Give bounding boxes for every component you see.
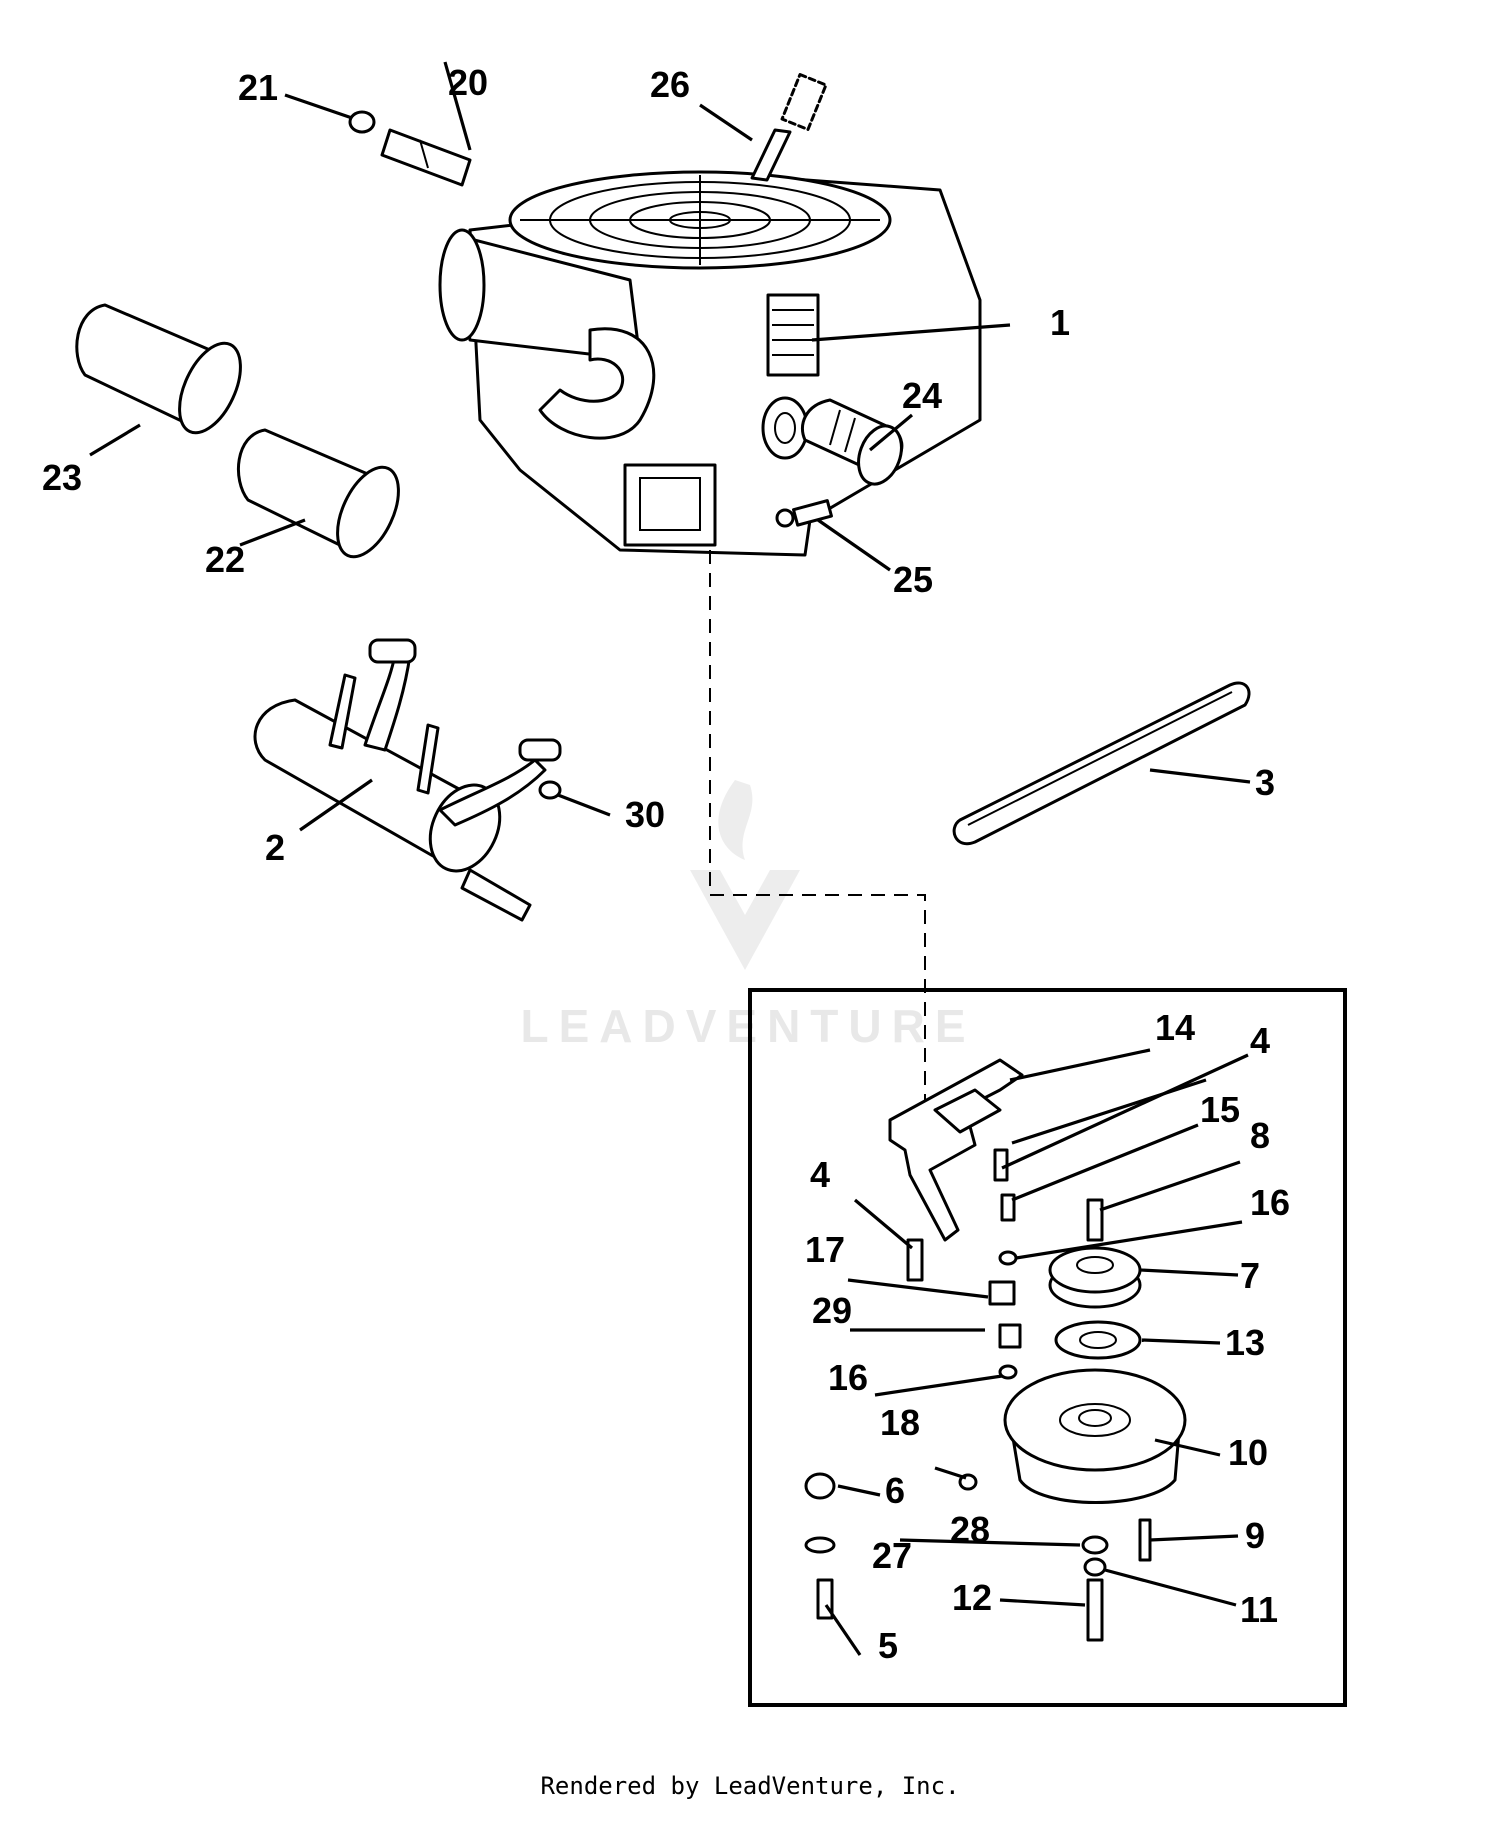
callout-22: 22 xyxy=(205,539,245,580)
callout-14: 14 xyxy=(1155,1007,1195,1048)
oil-filter-illustration xyxy=(800,398,904,486)
callout-24: 24 xyxy=(902,375,942,416)
callout-7: 7 xyxy=(1240,1255,1260,1296)
callout-15: 15 xyxy=(1200,1089,1240,1130)
callout-1: 1 xyxy=(1050,302,1070,343)
pulley-illustration xyxy=(1048,1246,1142,1309)
callout-16-lower: 16 xyxy=(828,1357,868,1398)
callout-4-bracket: 4 xyxy=(1250,1020,1270,1061)
callout-18: 18 xyxy=(880,1402,920,1443)
callout-17: 17 xyxy=(805,1229,845,1270)
belt-illustration xyxy=(952,681,1251,846)
callout-23: 23 xyxy=(42,457,82,498)
callout-6: 6 xyxy=(885,1470,905,1511)
callout-30: 30 xyxy=(625,794,665,835)
bracket-illustration xyxy=(888,1058,1024,1242)
callout-8: 8 xyxy=(1250,1115,1270,1156)
clutch-illustration xyxy=(1003,1368,1187,1504)
callout-29: 29 xyxy=(812,1290,852,1331)
nut-illustration xyxy=(538,780,562,800)
callout-9: 9 xyxy=(1245,1515,1265,1556)
callout-28: 28 xyxy=(950,1509,990,1550)
callout-10: 10 xyxy=(1228,1432,1268,1473)
callout-4-bolt: 4 xyxy=(810,1154,830,1195)
callout-21: 21 xyxy=(238,67,278,108)
drain-fitting-illustration xyxy=(775,499,833,528)
muffler-illustration xyxy=(253,638,562,922)
callout-labels: 1 2 3 4 4 5 6 7 8 9 10 11 12 13 14 15 16… xyxy=(42,62,1290,1666)
callout-5: 5 xyxy=(878,1625,898,1666)
callout-11: 11 xyxy=(1240,1589,1278,1630)
callout-16-upper: 16 xyxy=(1250,1182,1290,1223)
spark-plug-illustration xyxy=(750,73,828,182)
leader-lines xyxy=(89,61,1251,1656)
callout-12: 12 xyxy=(952,1577,992,1618)
watermark-text: LEADVENTURE xyxy=(520,1000,975,1052)
callout-2: 2 xyxy=(265,827,285,868)
callout-13: 13 xyxy=(1225,1322,1265,1363)
callout-26: 26 xyxy=(650,64,690,105)
callout-27: 27 xyxy=(872,1535,912,1576)
watermark-logo xyxy=(690,780,800,970)
clutch-inset-frame xyxy=(748,988,1347,1707)
callout-3: 3 xyxy=(1255,762,1275,803)
footer-credit: Rendered by LeadVenture, Inc. xyxy=(540,1772,960,1800)
washer-illustration xyxy=(1054,1320,1142,1360)
engine-illustration xyxy=(438,170,982,557)
hardware-illustration xyxy=(804,1148,1152,1642)
callout-25: 25 xyxy=(893,559,933,600)
pipe-and-nut-illustration xyxy=(348,110,472,187)
callout-20: 20 xyxy=(448,62,488,103)
connection-dashed-line xyxy=(709,550,926,1110)
filter-sleeves-illustration xyxy=(75,303,400,559)
